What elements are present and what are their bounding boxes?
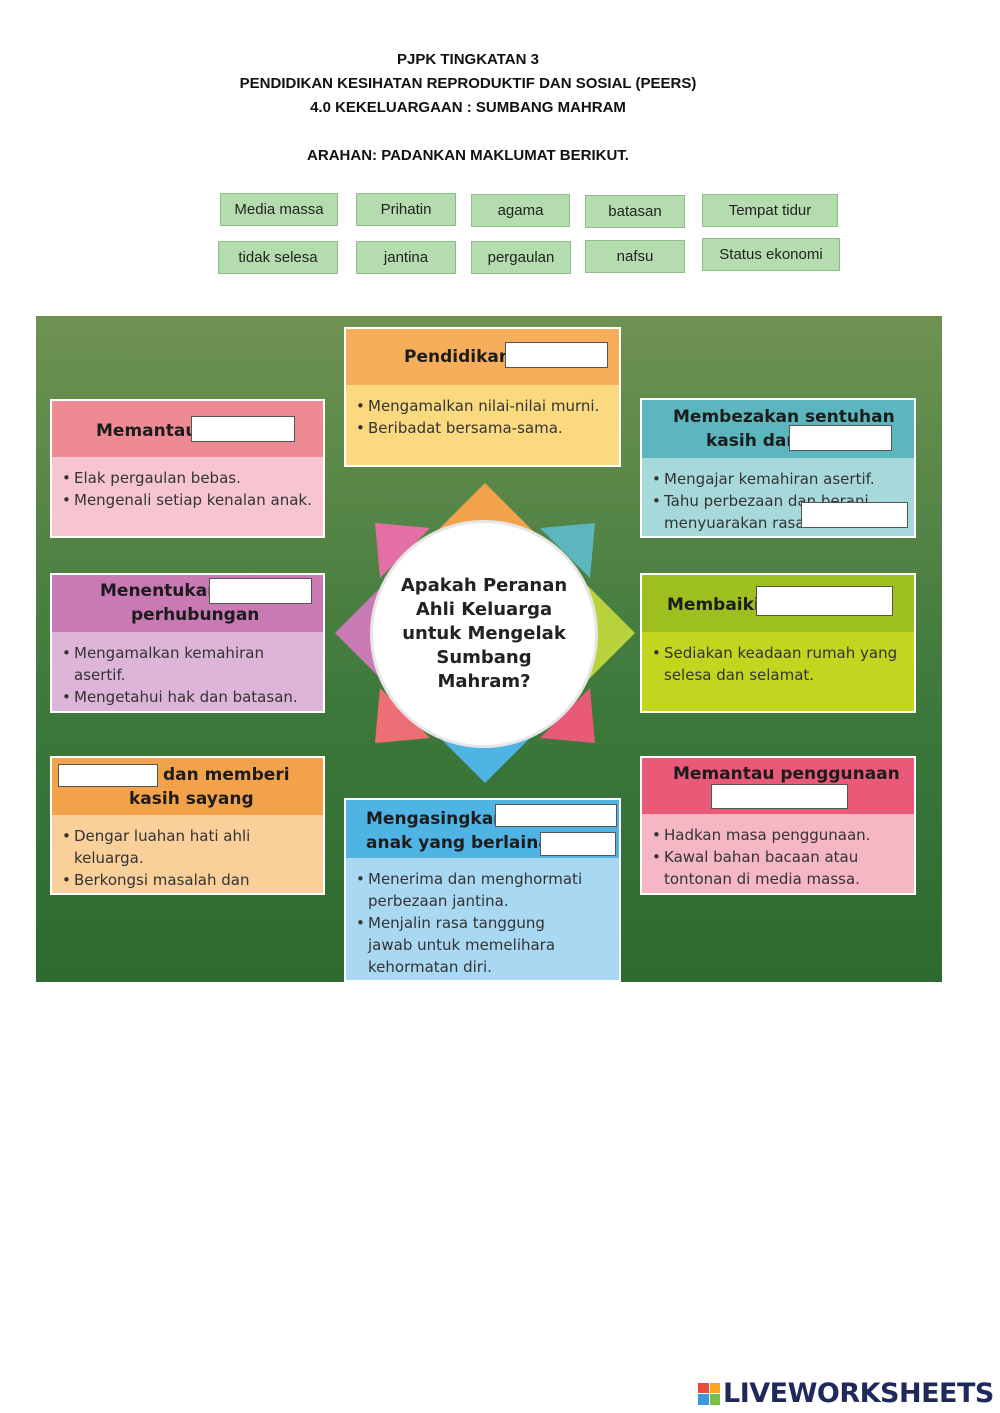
answer-blank-berlainan[interactable] [540, 832, 616, 856]
list-item: Elak pergaulan bebas. [62, 467, 315, 489]
list-item: Dengar luahan hati ahli keluarga. [62, 825, 315, 869]
card-mengasingkan: Mengasingkan anak yang berlainan Menerim… [344, 798, 621, 982]
card-menentukan-title-1: Menentukan [100, 581, 220, 601]
list-item-continuation: selesa dan selamat. [664, 666, 815, 684]
card-kasih-sayang-body: Dengar luahan hati ahli keluarga. Berkon… [52, 815, 323, 893]
list-item-continuation: tontonan di media massa. [664, 870, 860, 888]
list-item: Mengamalkan kemahiran asertif. [62, 642, 315, 686]
card-pendidikan: Pendidikan Mengamalkan nilai-nilai murni… [344, 327, 621, 467]
word-pergaulan[interactable]: pergaulan [471, 241, 571, 274]
word-status-ekonomi[interactable]: Status ekonomi [702, 238, 840, 271]
answer-blank-mengasingkan[interactable] [495, 804, 617, 827]
word-prihatin[interactable]: Prihatin [356, 193, 456, 226]
word-agama[interactable]: agama [471, 194, 570, 227]
answer-blank-menentukan[interactable] [209, 578, 312, 604]
card-mengasingkan-body: Menerima dan menghormati perbezaan janti… [346, 858, 619, 980]
list-item: Mengajar kemahiran asertif. [652, 468, 906, 490]
card-kasih-sayang-title-1: dan memberi [163, 765, 290, 785]
liveworksheets-logo: LIVEWORKSHEETS [698, 1378, 994, 1409]
card-menentukan-body: Mengamalkan kemahiran asertif. Mengetahu… [52, 632, 323, 711]
card-menentukan-title-2: perhubungan [131, 605, 260, 625]
list-item-continuation: kehormatan diri. [368, 958, 492, 976]
list-item-continuation: perbezaan jantina. [368, 892, 509, 910]
list-item: Beribadat bersama-sama. [356, 417, 611, 439]
answer-blank-membaiki[interactable] [756, 586, 893, 616]
card-mengasingkan-title-2: anak yang berlainan [366, 833, 562, 853]
list-item: Mengamalkan nilai-nilai murni. [356, 395, 611, 417]
word-tempat-tidur[interactable]: Tempat tidur [702, 194, 838, 227]
answer-blank-penggunaan[interactable] [711, 784, 848, 809]
petal-pink [540, 688, 595, 743]
card-memantau-body: Elak pergaulan bebas. Mengenali setiap k… [52, 457, 323, 536]
petal-teal [540, 523, 595, 578]
answer-blank-menyuarakan[interactable] [801, 502, 908, 528]
answer-blank-memantau[interactable] [191, 416, 295, 442]
card-memantau-penggunaan: Memantau penggunaan Hadkan masa pengguna… [640, 756, 916, 895]
card-pendidikan-body: Mengamalkan nilai-nilai murni. Beribadat… [346, 385, 619, 465]
header-line-3: 4.0 KEKELUARGAAN : SUMBANG MAHRAM [310, 99, 626, 116]
answer-blank-kasih-sayang[interactable] [58, 764, 158, 787]
center-question: Apakah Peranan Ahli Keluarga untuk Menge… [400, 575, 568, 692]
petal-red [375, 688, 430, 743]
list-item: Hadkan masa penggunaan. [652, 824, 906, 846]
instruction: ARAHAN: PADANKAN MAKLUMAT BERIKUT. [307, 147, 629, 164]
list-item: Mengetahui hak dan batasan. [62, 686, 315, 708]
card-membaiki-body: Sediakan keadaan rumah yang selesa dan s… [642, 632, 914, 711]
word-media-massa[interactable]: Media massa [220, 193, 338, 226]
list-item: Menjalin rasa tanggung [356, 912, 611, 934]
list-item-continuation: menyuarakan rasa [664, 514, 805, 532]
list-item: Kawal bahan bacaan atau [652, 846, 906, 868]
answer-blank-pendidikan[interactable] [505, 342, 608, 368]
word-nafsu[interactable]: nafsu [585, 240, 685, 273]
card-memantau-title: Memantau [96, 421, 198, 441]
card-membaiki-title: Membaiki [667, 595, 760, 615]
list-item: Sediakan keadaan rumah yang [652, 642, 906, 664]
header-line-2: PENDIDIKAN KESIHATAN REPRODUKTIF DAN SOS… [239, 75, 697, 92]
list-item: Mengenali setiap kenalan anak. [62, 489, 315, 511]
list-item: Berkongsi masalah dan pendapat. [62, 869, 315, 893]
card-membezakan-body: Mengajar kemahiran asertif. Tahu perbeza… [642, 458, 914, 536]
petal-magenta [375, 523, 430, 578]
petal-green [585, 583, 635, 683]
flower-decoration [335, 483, 635, 783]
list-item-continuation: jawab untuk memelihara [368, 936, 556, 954]
answer-blank-kasih-dan[interactable] [789, 425, 892, 451]
petal-orange [435, 483, 535, 533]
card-memantau-penggunaan-title: Memantau penggunaan [673, 764, 900, 784]
header-line-1: PJPK TINGKATAN 3 [397, 51, 539, 68]
center-question-circle: Apakah Peranan Ahli Keluarga untuk Menge… [370, 520, 598, 748]
word-jantina[interactable]: jantina [356, 241, 456, 274]
list-item: Menerima dan menghormati [356, 868, 611, 890]
card-pendidikan-title: Pendidikan [404, 347, 511, 367]
word-batasan[interactable]: batasan [585, 195, 685, 228]
logo-mark-icon [698, 1382, 720, 1405]
card-mengasingkan-title-1: Mengasingkan [366, 809, 506, 829]
card-membezakan-title-2: kasih dan [706, 431, 799, 451]
card-membezakan-title-1: Membezakan sentuhan [673, 407, 895, 427]
logo-text: LIVEWORKSHEETS [723, 1378, 994, 1409]
card-kasih-sayang-title-2: kasih sayang [129, 789, 254, 809]
word-tidak-selesa[interactable]: tidak selesa [218, 241, 338, 274]
card-memantau-penggunaan-body: Hadkan masa penggunaan. Kawal bahan baca… [642, 814, 914, 893]
